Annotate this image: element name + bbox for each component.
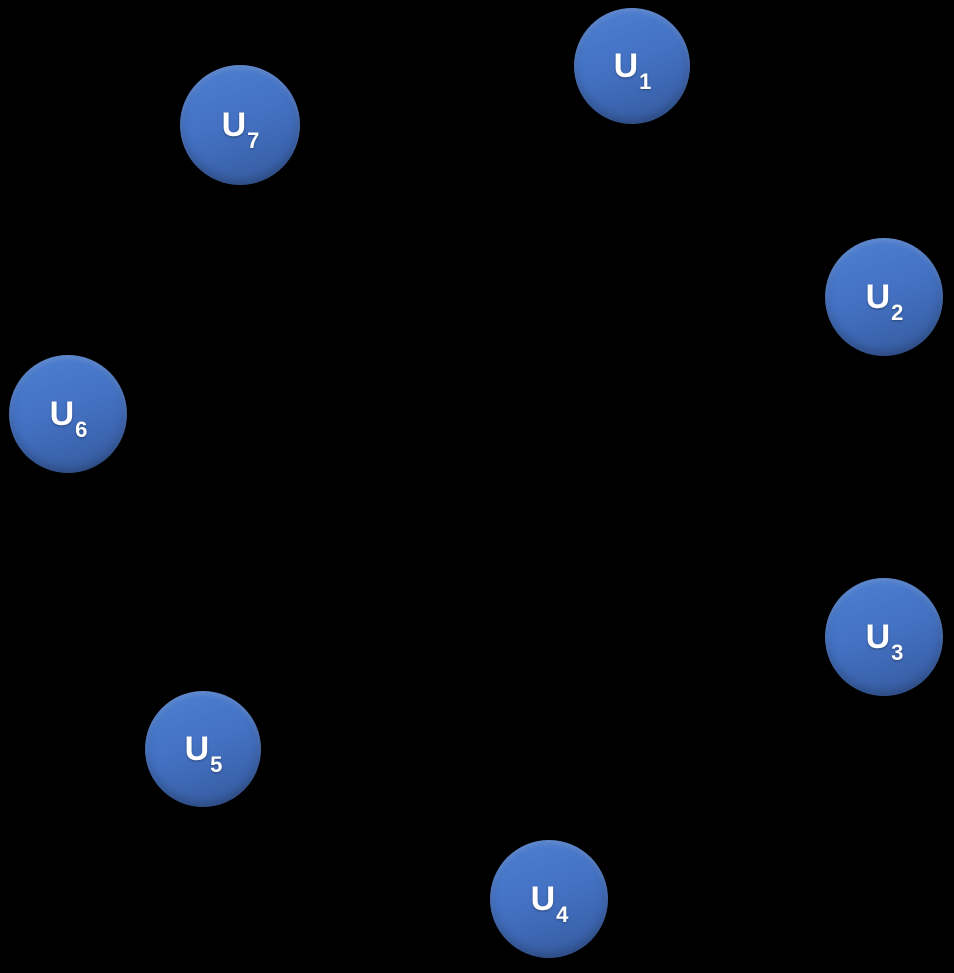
node-u6-label: U6: [49, 395, 88, 442]
node-u7-label: U7: [221, 106, 260, 153]
node-u1-label: U1: [613, 47, 652, 94]
node-u5: U5: [145, 691, 261, 807]
node-u3: U3: [825, 578, 943, 696]
node-u2: U2: [825, 238, 943, 356]
node-u2-label: U2: [865, 278, 904, 325]
node-u5-label: U5: [184, 730, 223, 777]
node-u6: U6: [9, 355, 127, 473]
node-u1: U1: [574, 8, 690, 124]
node-u7: U7: [180, 65, 300, 185]
node-u4: U4: [490, 840, 608, 958]
node-u4-label: U4: [530, 880, 569, 927]
node-u3-label: U3: [865, 618, 904, 665]
